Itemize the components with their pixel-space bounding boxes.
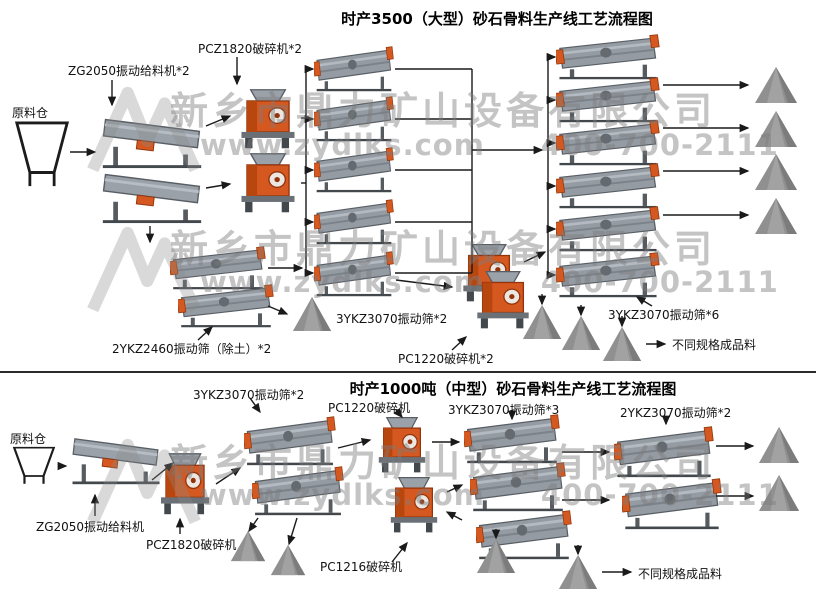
- product-pile: [754, 66, 798, 104]
- product-pile: [522, 304, 562, 340]
- section-divider: [0, 371, 816, 373]
- raw-material-bin: [14, 120, 70, 190]
- primary-crusher: [236, 88, 300, 150]
- label-primary-crusher: PCZ1820破碎机*2: [198, 42, 303, 56]
- product-pile: [292, 296, 332, 332]
- vibrating-feeder: [70, 430, 162, 486]
- vibrating-screen: [622, 478, 722, 530]
- product-pile: [270, 544, 306, 576]
- tertiary-crusher: [386, 476, 442, 534]
- vibrating-screen: [314, 199, 394, 245]
- label-primary-crusher: PCZ1820破碎机: [146, 538, 237, 552]
- top-diagram-title: 时产3500（大型）砂石骨料生产线工艺流程图: [341, 10, 653, 28]
- primary-crusher: [156, 452, 214, 516]
- vibrating-feeder: [100, 110, 204, 170]
- vibrating-screen: [470, 462, 566, 512]
- label-secondary-crusher: PC1220破碎机*2: [398, 352, 494, 366]
- label-soil-screen: 2YKZ2460振动筛（除土）*2: [112, 342, 272, 356]
- label-secondary-crusher: PC1220破碎机: [328, 401, 411, 415]
- vibrating-screen: [314, 251, 394, 297]
- vibrating-screen: [464, 414, 560, 464]
- label-raw-bin: 原料仓: [12, 106, 49, 120]
- label-screen-b: 3YKZ3070振动筛*3: [448, 403, 560, 417]
- product-pile: [754, 153, 798, 191]
- label-product: 不同规格成品料: [638, 567, 723, 581]
- product-pile: [758, 474, 800, 512]
- product-pile: [476, 538, 516, 574]
- label-right-screen: 3YKZ3070振动筛*6: [608, 308, 720, 322]
- product-pile: [754, 197, 798, 235]
- label-feeder: ZG2050振动给料机: [36, 520, 145, 534]
- vibrating-screen: [556, 77, 660, 123]
- bottom-diagram-title: 时产1000吨（中型）砂石骨料生产线工艺流程图: [349, 380, 677, 398]
- label-tertiary-crusher: PC1216破碎机: [320, 560, 403, 574]
- product-pile: [758, 426, 800, 464]
- vibrating-screen: [556, 120, 660, 166]
- vibrating-screen: [314, 46, 394, 92]
- label-mid-screen: 3YKZ3070振动筛*2: [336, 312, 448, 326]
- label-feeder: ZG2050振动给料机*2: [68, 64, 190, 78]
- product-pile: [754, 110, 798, 148]
- label-screen-a: 3YKZ3070振动筛*2: [193, 388, 305, 402]
- vibrating-screen: [556, 206, 660, 252]
- vibrating-screen: [244, 416, 336, 466]
- raw-material-bin: [12, 446, 56, 486]
- primary-crusher: [236, 152, 300, 214]
- vibrating-screen: [556, 252, 660, 298]
- vibrating-screen: [314, 96, 394, 142]
- product-pile: [602, 326, 642, 362]
- soil-removal-screen: [178, 284, 274, 328]
- vibrating-screen: [556, 34, 660, 80]
- vibrating-screen: [556, 163, 660, 209]
- product-pile: [558, 554, 598, 590]
- vibrating-screen: [252, 466, 344, 516]
- label-product: 不同规格成品料: [672, 338, 757, 352]
- product-pile: [561, 315, 601, 351]
- vibrating-screen: [314, 147, 394, 193]
- label-raw-bin: 原料仓: [10, 432, 47, 446]
- vibrating-feeder: [100, 165, 204, 225]
- vibrating-screen: [614, 426, 714, 478]
- label-screen-c: 2YKZ3070振动筛*2: [620, 406, 732, 420]
- secondary-crusher: [374, 416, 430, 474]
